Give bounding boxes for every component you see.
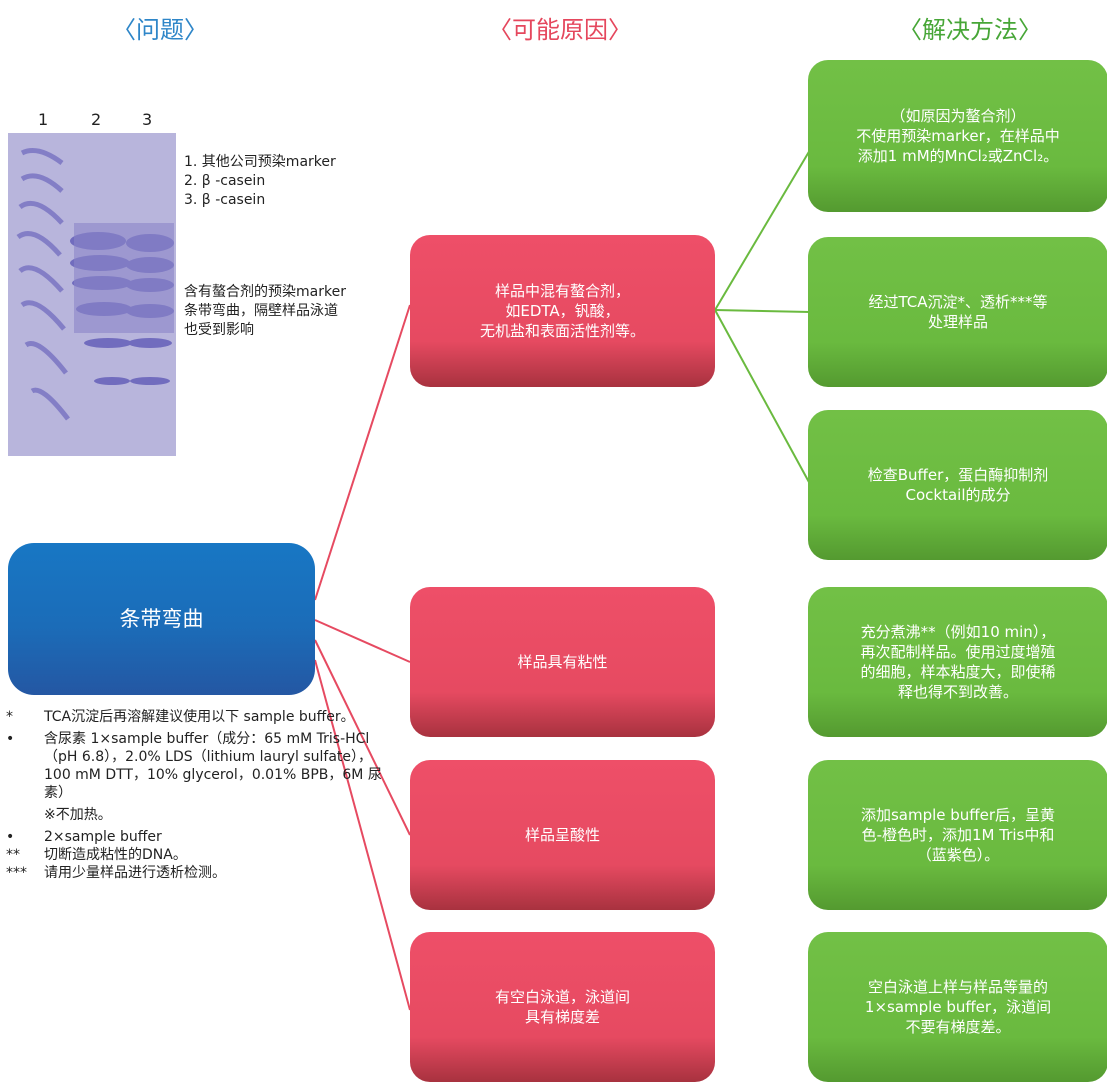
solution-box-4: 充分煮沸**（例如10 min）， 再次配制样品。使用过度增殖 的细胞，样本粘度… bbox=[808, 587, 1107, 737]
cause-text: 有空白泳道，泳道间 具有梯度差 bbox=[494, 988, 630, 1026]
footnote-star3: *** 请用少量样品进行透析检测。 bbox=[6, 864, 386, 882]
solution-text: （如原因为螯合剂） 不使用预染marker，在样品中 添加1 mM的MnCl₂或… bbox=[856, 107, 1060, 165]
solution-box-3: 检查Buffer，蛋白酶抑制剂 Cocktail的成分 bbox=[808, 410, 1107, 560]
gel-legend-item: 3. β -casein bbox=[184, 192, 266, 208]
gel-lane-numbers: 1 2 3 bbox=[30, 110, 170, 134]
solution-text: 添加sample buffer后，呈黄 色-橙色时，添加1M Tris中和 （蓝… bbox=[860, 806, 1056, 864]
connector-problem-cause-4 bbox=[314, 659, 411, 1011]
gel-image bbox=[8, 133, 176, 456]
cause-box-4: 有空白泳道，泳道间 具有梯度差 bbox=[410, 932, 715, 1082]
solution-box-1: （如原因为螯合剂） 不使用预染marker，在样品中 添加1 mM的MnCl₂或… bbox=[808, 60, 1107, 212]
connector-problem-cause-2 bbox=[314, 619, 411, 663]
solution-heading: 〈解决方法〉 bbox=[898, 16, 1042, 44]
footnote-text: TCA沉淀后再溶解建议使用以下 sample buffer。 bbox=[44, 709, 355, 725]
footnote-note: ※不加热。 bbox=[44, 807, 112, 823]
footnote-star1: * TCA沉淀后再溶解建议使用以下 sample buffer。 bbox=[6, 708, 386, 726]
footnote-text: 切断造成粘性的DNA。 bbox=[44, 847, 187, 863]
problem-heading: 〈问题〉 bbox=[112, 16, 208, 44]
solution-text: 经过TCA沉淀*、透析***等 处理样品 bbox=[868, 293, 1048, 331]
gel-legend: 1. 其他公司预染marker 2. β -casein 3. β -casei… bbox=[184, 153, 336, 210]
footnote-mark: • bbox=[6, 731, 15, 747]
lane-number-2: 2 bbox=[91, 110, 102, 129]
footnote-text: 含尿素 1×sample buffer（成分：65 mM Tris-HCl（pH… bbox=[44, 731, 382, 801]
solution-box-2: 经过TCA沉淀*、透析***等 处理样品 bbox=[808, 237, 1107, 387]
cause-box-2: 样品具有粘性 bbox=[410, 587, 715, 737]
cause-text: 样品具有粘性 bbox=[517, 653, 608, 671]
gel-legend-item: 1. 其他公司预染marker bbox=[184, 154, 336, 170]
cause-box-1: 样品中混有螯合剂， 如EDTA，钒酸， 无机盐和表面活性剂等。 bbox=[410, 235, 715, 387]
solution-text: 空白泳道上样与样品等量的 1×sample buffer，泳道间 不要有梯度差。 bbox=[864, 978, 1052, 1036]
cause-text: 样品中混有螯合剂， 如EDTA，钒酸， 无机盐和表面活性剂等。 bbox=[479, 282, 645, 340]
footnote-star2: ** 切断造成粘性的DNA。 bbox=[6, 846, 386, 864]
footnote-mark: *** bbox=[6, 865, 27, 881]
problem-label: 条带弯曲 bbox=[119, 607, 204, 631]
connector-problem-cause-3 bbox=[314, 639, 411, 836]
footnote-text: 2×sample buffer bbox=[44, 829, 162, 845]
solution-text: 充分煮沸**（例如10 min）， 再次配制样品。使用过度增殖 的细胞，样本粘度… bbox=[860, 623, 1056, 701]
footnote-mark: ** bbox=[6, 847, 20, 863]
connector-cause-solution-2 bbox=[714, 309, 811, 313]
gel-note-text: 含有螯合剂的预染marker 条带弯曲，隔壁样品泳道 也受到影响 bbox=[184, 284, 346, 338]
footnote-bullet1: • 含尿素 1×sample buffer（成分：65 mM Tris-HCl（… bbox=[6, 730, 386, 802]
gel-legend-item: 2. β -casein bbox=[184, 173, 266, 189]
connector-problem-cause-1 bbox=[314, 304, 411, 601]
lane-number-3: 3 bbox=[142, 110, 153, 129]
lane-number-1: 1 bbox=[38, 110, 49, 129]
problem-box: 条带弯曲 bbox=[8, 543, 315, 695]
connector-cause-solution-1 bbox=[714, 149, 811, 311]
connector-cause-solution-3 bbox=[714, 309, 811, 485]
solution-box-6: 空白泳道上样与样品等量的 1×sample buffer，泳道间 不要有梯度差。 bbox=[808, 932, 1107, 1082]
gel-note: 含有螯合剂的预染marker 条带弯曲，隔壁样品泳道 也受到影响 bbox=[184, 283, 394, 340]
solution-text: 检查Buffer，蛋白酶抑制剂 Cocktail的成分 bbox=[867, 466, 1049, 504]
footnote-mark: * bbox=[6, 709, 13, 725]
cause-heading: 〈可能原因〉 bbox=[488, 16, 632, 44]
footnote-bullet2: • 2×sample buffer bbox=[6, 828, 386, 846]
footnote-text: 请用少量样品进行透析检测。 bbox=[44, 865, 226, 881]
solution-box-5: 添加sample buffer后，呈黄 色-橙色时，添加1M Tris中和 （蓝… bbox=[808, 760, 1107, 910]
footnotes: * TCA沉淀后再溶解建议使用以下 sample buffer。 • 含尿素 1… bbox=[6, 708, 386, 882]
cause-box-3: 样品呈酸性 bbox=[410, 760, 715, 910]
footnote-mark: • bbox=[6, 829, 15, 845]
cause-text: 样品呈酸性 bbox=[524, 826, 600, 844]
